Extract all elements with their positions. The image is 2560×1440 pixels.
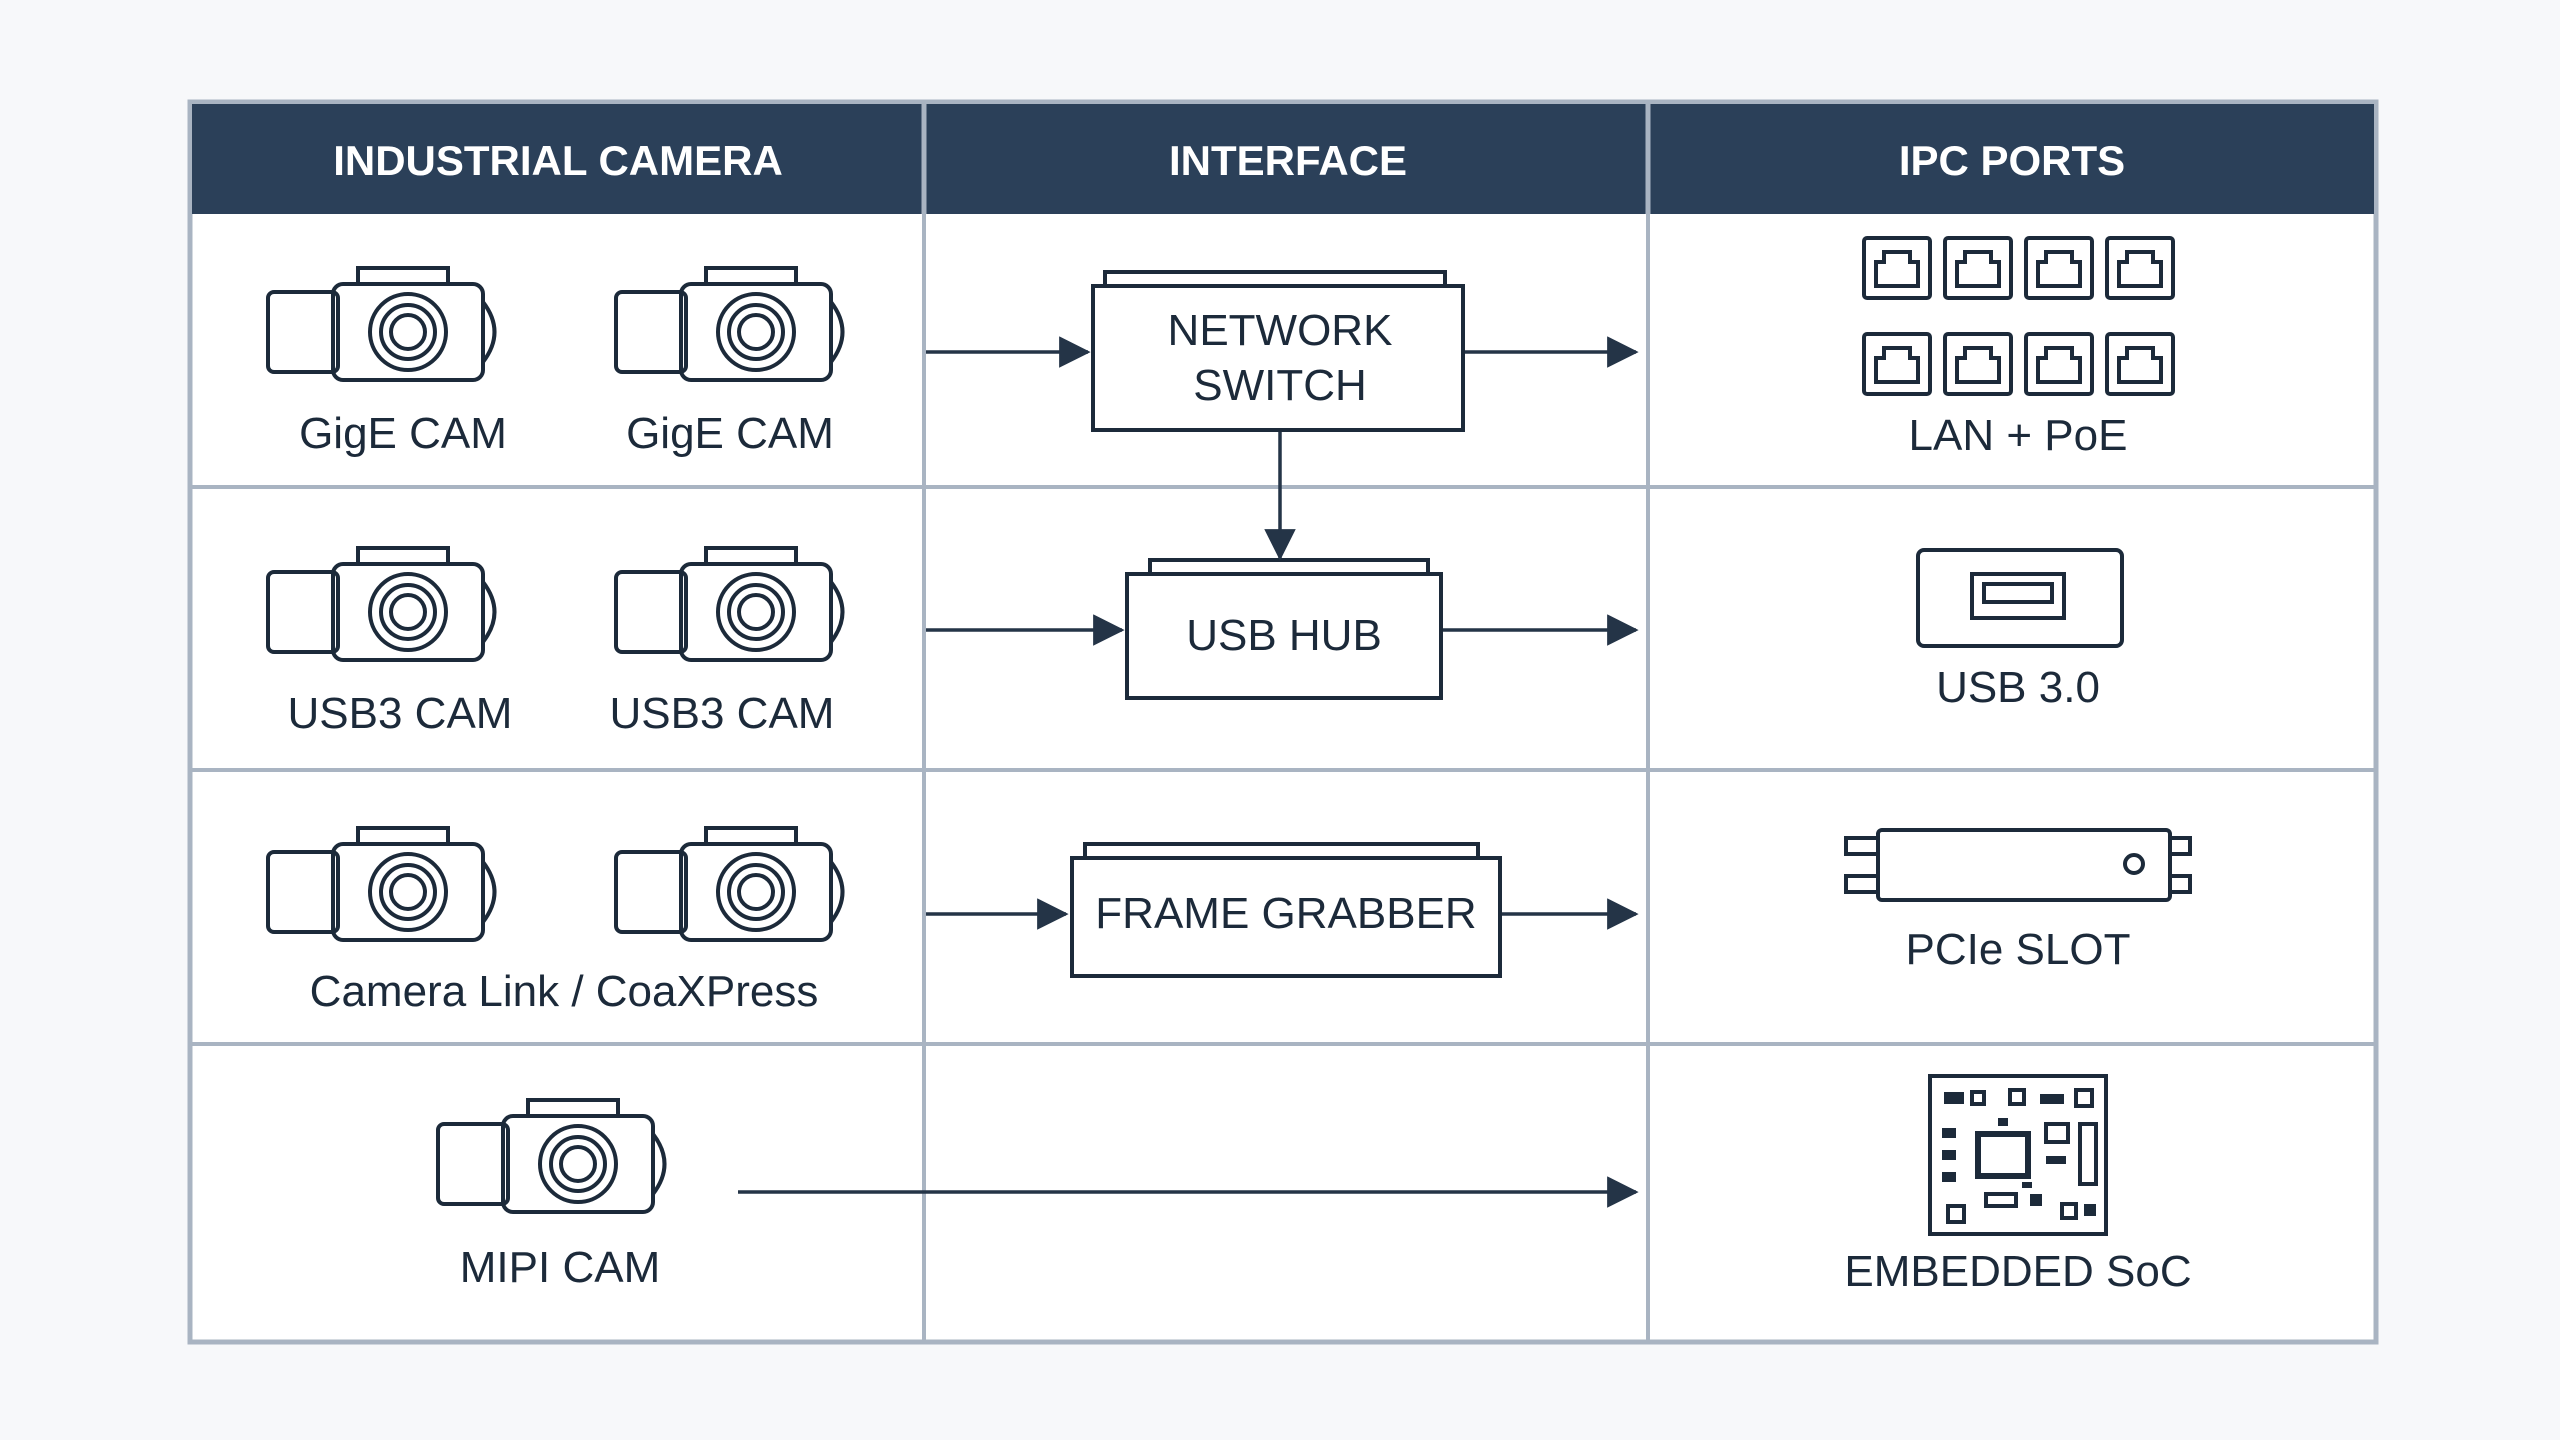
lan-poe-label: LAN + PoE bbox=[1909, 411, 2128, 460]
gige-cam-label-2: GigE CAM bbox=[626, 409, 834, 458]
frame-grabber-label: FRAME GRABBER bbox=[1095, 889, 1476, 938]
header-band bbox=[192, 104, 2374, 214]
pcie-slot-icon bbox=[1844, 828, 2192, 902]
header-interface: INTERFACE bbox=[1169, 137, 1407, 184]
usb-port-icon bbox=[1916, 548, 2124, 648]
network-switch-line-2: SWITCH bbox=[1193, 361, 1367, 410]
gige-cam-label-1: GigE CAM bbox=[299, 409, 507, 458]
grid-lines bbox=[192, 214, 2374, 1340]
connection-arrows bbox=[738, 336, 1639, 1208]
network-switch-line-1: NETWORK bbox=[1168, 306, 1393, 355]
usb-hub-label: USB HUB bbox=[1186, 611, 1382, 660]
usb30-label: USB 3.0 bbox=[1936, 663, 2100, 712]
usb-hub-box bbox=[1125, 558, 1443, 700]
frame-grabber-box bbox=[1070, 842, 1502, 978]
cameralink-coaxpress-label: Camera Link / CoaXPress bbox=[310, 967, 819, 1016]
header-ipc-ports: IPC PORTS bbox=[1899, 137, 2125, 184]
network-switch-box bbox=[1091, 270, 1465, 432]
chip-board-icon bbox=[1928, 1074, 2108, 1236]
mipi-cam-label: MIPI CAM bbox=[460, 1243, 660, 1292]
usb3-cam-label-1: USB3 CAM bbox=[288, 689, 513, 738]
header-industrial-camera: INDUSTRIAL CAMERA bbox=[333, 137, 783, 184]
pcie-slot-label: PCIe SLOT bbox=[1906, 925, 2131, 974]
embedded-soc-label: EMBEDDED SoC bbox=[1844, 1247, 2191, 1296]
usb3-cam-label-2: USB3 CAM bbox=[610, 689, 835, 738]
